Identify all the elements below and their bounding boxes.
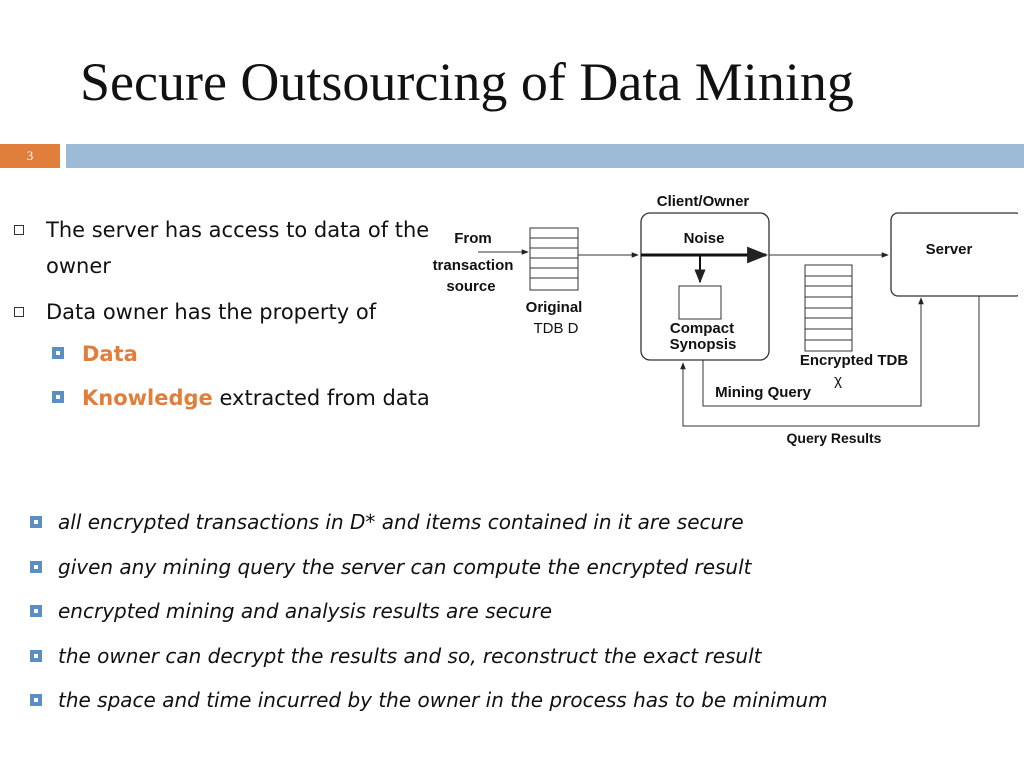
- tdb-d-label: TDB D: [534, 320, 579, 337]
- server-label: Server: [926, 241, 973, 258]
- square-bullet-icon: [14, 225, 24, 235]
- slide-number: 3: [0, 144, 60, 168]
- slide-title: Secure Outsourcing of Data Mining: [80, 52, 854, 112]
- chi-label: χ: [834, 372, 842, 389]
- list-item: encrypted mining and analysis results ar…: [30, 589, 1010, 633]
- outsourcing-diagram: Client/Owner Server From transaction sou…: [433, 193, 1018, 446]
- bullet-item: Data owner has the property of: [14, 294, 434, 330]
- list-item: the owner can decrypt the results and so…: [30, 634, 1010, 678]
- sub-bullet-rest: extracted from data: [212, 386, 430, 410]
- highlight-data: Data: [82, 342, 138, 366]
- transaction-label: transaction: [433, 257, 514, 274]
- filled-square-bullet-icon: [52, 391, 64, 403]
- server-box: [890, 212, 1018, 297]
- bullet-text: Data owner has the property of: [46, 300, 377, 324]
- list-item-text: the owner can decrypt the results and so…: [58, 644, 762, 668]
- sub-bullet-text: Knowledge extracted from data: [52, 380, 432, 416]
- list-item: all encrypted transactions in D* and ite…: [30, 500, 1010, 544]
- filled-square-bullet-icon: [30, 516, 42, 528]
- list-item-text: encrypted mining and analysis results ar…: [58, 599, 553, 623]
- filled-square-bullet-icon: [30, 650, 42, 662]
- mining-query-arrow: [702, 297, 924, 407]
- list-item: given any mining query the server can co…: [30, 545, 1010, 589]
- original-tdb-stack: [529, 227, 579, 291]
- encrypted-tdb-label: Encrypted TDB: [800, 352, 909, 369]
- filled-square-bullet-icon: [30, 605, 42, 617]
- original-label: Original: [526, 299, 583, 316]
- list-item-text: given any mining query the server can co…: [58, 555, 752, 579]
- list-item: the space and time incurred by the owner…: [30, 678, 1010, 722]
- header-band: [66, 144, 1024, 168]
- compact-synopsis-box: [678, 285, 722, 320]
- source-label: source: [446, 278, 495, 295]
- list-item-text: all encrypted transactions in D* and ite…: [58, 510, 744, 534]
- compact-label: Compact: [670, 320, 734, 337]
- query-results-arrow: [680, 296, 980, 427]
- filled-square-bullet-icon: [30, 561, 42, 573]
- from-label: From: [454, 230, 492, 247]
- client-owner-label: Client/Owner: [657, 193, 750, 210]
- mining-query-label: Mining Query: [715, 384, 811, 401]
- filled-square-bullet-icon: [52, 347, 64, 359]
- list-item-text: the space and time incurred by the owner…: [58, 688, 828, 712]
- square-bullet-icon: [14, 307, 24, 317]
- sub-bullet-item: Knowledge extracted from data: [52, 380, 432, 416]
- encrypted-tdb-stack: [804, 264, 853, 352]
- sub-bullet-item: Data: [52, 336, 432, 372]
- highlight-knowledge: Knowledge: [82, 386, 213, 410]
- noise-label: Noise: [684, 230, 725, 247]
- bullet-item: The server has access to data of the own…: [14, 212, 434, 284]
- filled-square-bullet-icon: [30, 694, 42, 706]
- sub-bullet-text: Data: [52, 336, 432, 372]
- bullet-text: The server has access to data of the own…: [46, 218, 430, 278]
- synopsis-label: Synopsis: [670, 336, 737, 353]
- query-results-label: Query Results: [787, 430, 882, 446]
